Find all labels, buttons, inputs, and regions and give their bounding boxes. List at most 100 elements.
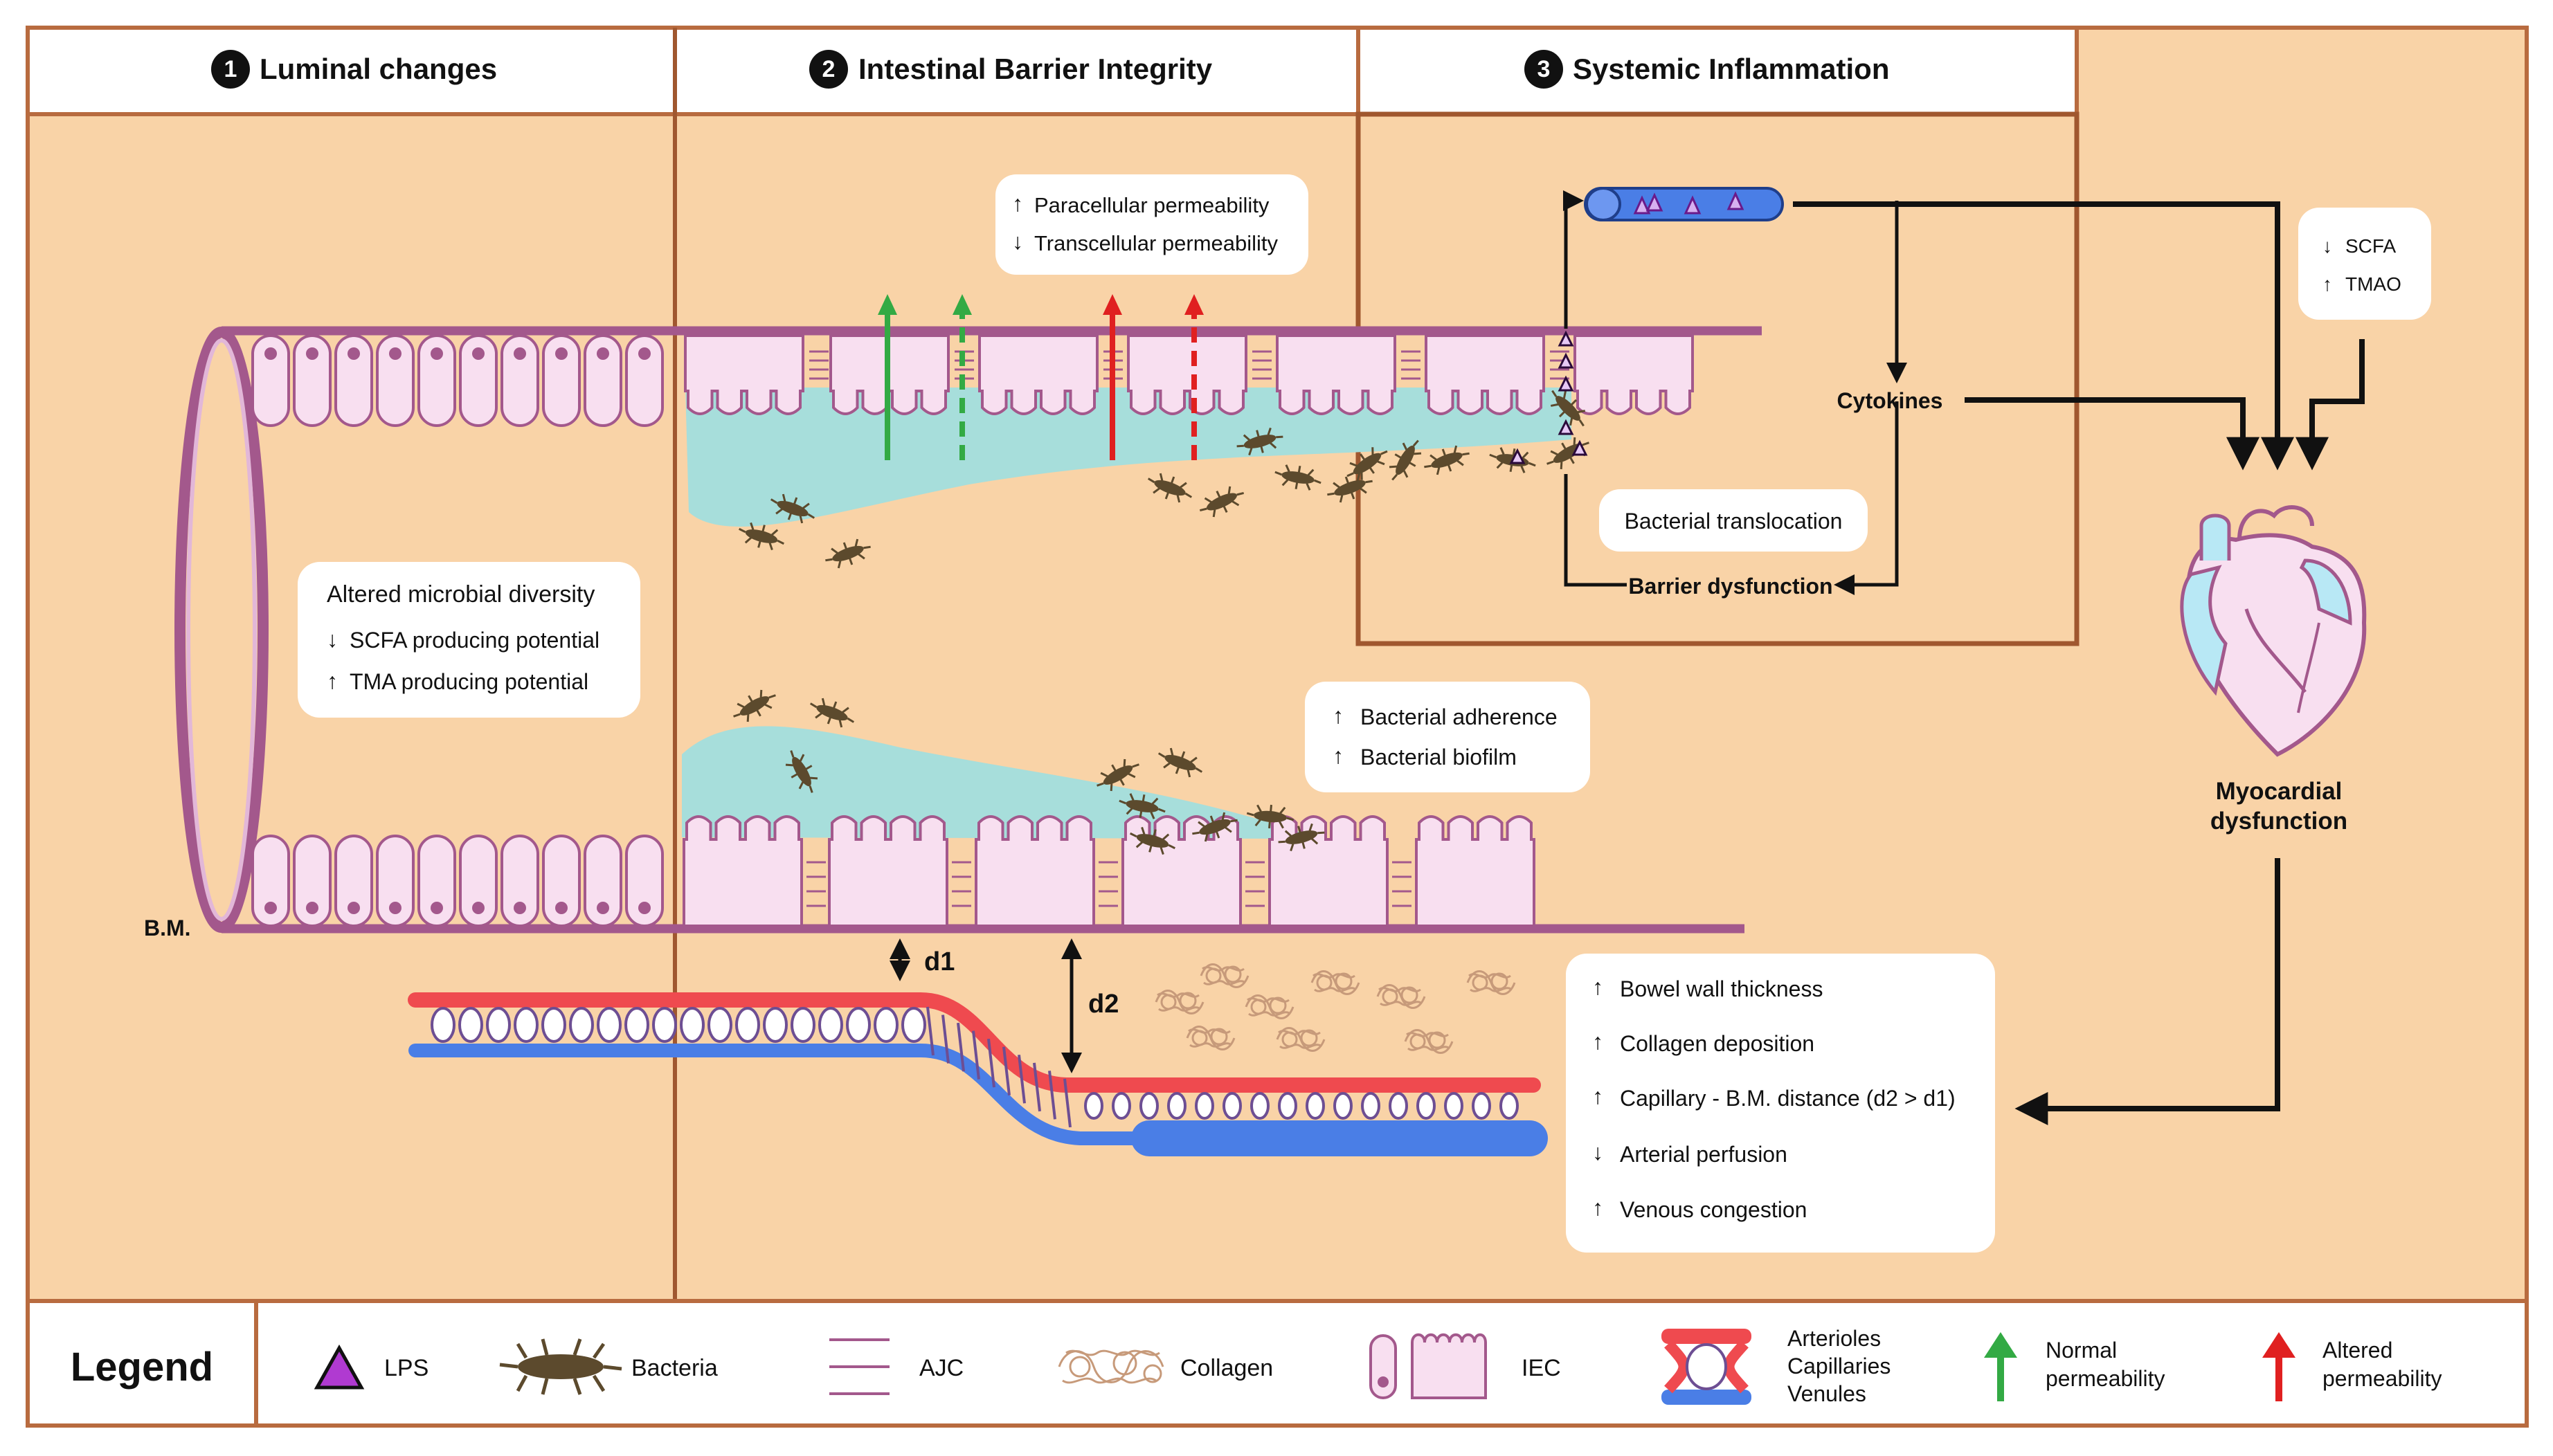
- lps-legend-icon: [314, 1344, 365, 1390]
- capillary-loop: [901, 1007, 926, 1043]
- lumen-cell: [625, 835, 664, 927]
- bacterium: [1157, 747, 1203, 778]
- svg-text:TMAO: TMAO: [2345, 273, 2401, 295]
- bacteria-cluster: [733, 390, 1589, 855]
- svg-text:↑: ↑: [1592, 1029, 1603, 1054]
- microbial-diversity-box: Altered microbial diversity ↓ SCFA produ…: [298, 562, 640, 718]
- lps-legend-label: LPS: [384, 1355, 428, 1381]
- svg-text:Luminal changes: Luminal changes: [260, 53, 497, 85]
- heart-input-arrows: [1793, 201, 2365, 1125]
- lumen-cell: [251, 835, 290, 927]
- svg-text:↑: ↑: [1592, 1195, 1603, 1220]
- capillary-loop: [846, 1007, 871, 1043]
- distance-d1-marker: d1: [890, 938, 955, 981]
- lumen-cell: [542, 334, 581, 427]
- collagen-fiber: [1466, 970, 1516, 995]
- bacterium: [739, 522, 784, 551]
- cell-nucleus: [638, 902, 651, 914]
- svg-text:↑: ↑: [1333, 743, 1344, 768]
- svg-text:Bacterial adherence: Bacterial adherence: [1360, 704, 1558, 729]
- capillary-loop: [514, 1007, 539, 1043]
- capillary-vessel: [987, 1038, 995, 1088]
- capillary-loop: [735, 1007, 760, 1043]
- cell-nucleus: [348, 347, 360, 360]
- capillary-loop: [541, 1007, 566, 1043]
- capillary-vessel: [1002, 1046, 1011, 1095]
- cell-nucleus: [348, 902, 360, 914]
- cell-nucleus: [638, 347, 651, 360]
- capillary-vessel: [1063, 1078, 1072, 1128]
- altered-permeability-label-2: permeability: [2322, 1366, 2442, 1391]
- capillary-vessel: [926, 1006, 935, 1056]
- myocardial-label-2: dysfunction: [2210, 808, 2347, 835]
- lumen-cell: [584, 334, 622, 427]
- header-bar: [26, 26, 2079, 116]
- collagen-fiber: [1276, 1027, 1326, 1052]
- capillary-loop: [1278, 1092, 1297, 1120]
- svg-text:TMA producing potential: TMA producing potential: [350, 669, 588, 694]
- capillary-loop: [1389, 1092, 1408, 1120]
- cell-nucleus: [431, 902, 443, 914]
- capillary-loop: [791, 1007, 815, 1043]
- svg-text:Arterial perfusion: Arterial perfusion: [1620, 1142, 1787, 1167]
- bacterium: [1278, 823, 1325, 852]
- capillary-loop: [624, 1007, 649, 1043]
- ajc-legend-icon: [829, 1338, 890, 1395]
- header-luminal: 1 Luminal changes: [211, 50, 497, 89]
- capillary-vessel: [1018, 1055, 1026, 1104]
- collagen-legend-label: Collagen: [1180, 1355, 1273, 1381]
- collagen-fiber: [1310, 970, 1360, 995]
- svg-text:Paracellular permeability: Paracellular permeability: [1034, 193, 1270, 217]
- svg-text:3: 3: [1537, 56, 1551, 82]
- barrier-dysfunction-label: Barrier dysfunction: [1628, 574, 1832, 599]
- blood-vessels: [408, 992, 1548, 1156]
- capillary-loop: [1306, 1092, 1325, 1120]
- cell-nucleus: [389, 902, 402, 914]
- lumen-cell: [376, 835, 415, 927]
- capillary-loop: [458, 1007, 483, 1043]
- svg-text:SCFA: SCFA: [2345, 235, 2396, 257]
- adherence-box: ↑ Bacterial adherence ↑ Bacterial biofil…: [1305, 682, 1590, 792]
- bacterium: [1192, 812, 1238, 842]
- cell-nucleus: [597, 347, 609, 360]
- capillary-loop: [1472, 1092, 1491, 1120]
- bowel-wall-box: ↑ Bowel wall thickness ↑ Collagen deposi…: [1566, 954, 1995, 1253]
- svg-text:Bacterial biofilm: Bacterial biofilm: [1360, 745, 1517, 770]
- svg-text:d2: d2: [1088, 990, 1119, 1019]
- bacterium: [1097, 758, 1139, 792]
- lumen-cell: [459, 835, 498, 927]
- normal-permeability-legend-icon: [1984, 1332, 2017, 1401]
- cytokines-label: Cytokines: [1837, 388, 1943, 413]
- epithelial-cells-lumen-top: [251, 334, 664, 427]
- epithelial-cells-barrier-bottom: [683, 815, 1535, 927]
- cell-nucleus: [264, 902, 277, 914]
- svg-text:↑: ↑: [327, 668, 338, 693]
- epithelial-cell: [1276, 334, 1396, 415]
- basement-membrane-label: B.M.: [144, 916, 191, 940]
- bacterium: [809, 698, 855, 728]
- altered-transcellular-arrow: [1184, 294, 1204, 460]
- collagen-fiber: [1155, 990, 1205, 1014]
- epithelial-cell: [1268, 815, 1389, 927]
- svg-text:↓: ↓: [327, 627, 338, 652]
- svg-text:↓: ↓: [2322, 235, 2332, 257]
- lps-molecule: [1558, 330, 1574, 347]
- epithelial-cell: [1573, 334, 1694, 415]
- collagen-fiber: [1245, 994, 1294, 1019]
- svg-text:↓: ↓: [1012, 229, 1023, 254]
- bacterium: [770, 493, 815, 524]
- altered-permeability-label-1: Altered: [2322, 1338, 2392, 1363]
- bacterium: [1424, 445, 1470, 475]
- lumen-cell: [293, 835, 332, 927]
- cell-nucleus: [306, 902, 318, 914]
- capillary-loop: [1361, 1092, 1380, 1120]
- vessels-legend-label-3: Venules: [1787, 1381, 1866, 1406]
- lumen-cell: [500, 835, 539, 927]
- collagen-legend-icon: [1058, 1349, 1164, 1384]
- vessels-legend-label-2: Capillaries: [1787, 1354, 1891, 1378]
- bacterium: [1327, 473, 1373, 503]
- bacteria-legend-label: Bacteria: [631, 1355, 718, 1381]
- epithelial-cell: [684, 334, 804, 415]
